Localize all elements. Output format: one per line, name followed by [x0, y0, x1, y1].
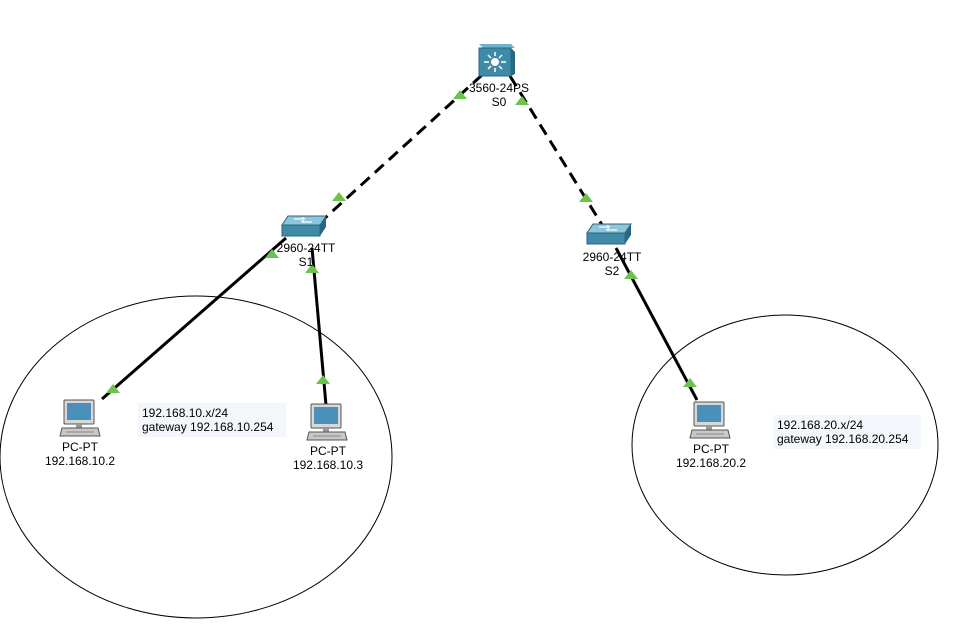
pc-icon[interactable] [689, 401, 731, 439]
link-light-icon [332, 192, 346, 201]
device-label-s1: 2960-24TT S1 [277, 241, 336, 269]
link-light-icon [624, 270, 638, 279]
device-type: PC-PT [61, 440, 98, 454]
device-model: 3560-24PS [468, 81, 530, 95]
note-vlan10[interactable]: 192.168.10.x/24 gateway 192.168.10.254 [138, 403, 286, 437]
note-subnet: 192.168.20.x/24 [777, 418, 864, 432]
pc-icon[interactable] [59, 399, 101, 437]
link-light-icon [579, 193, 593, 202]
device-type: PC-PT [692, 442, 729, 456]
device-type: PC-PT [309, 444, 346, 458]
device-ip: 192.168.10.2 [44, 454, 116, 468]
multilayer-switch-icon[interactable] [478, 44, 515, 77]
pc-icon[interactable] [306, 403, 348, 441]
device-label-pc2: PC-PT 192.168.10.3 [293, 444, 363, 472]
device-label-s0: 3560-24PS S0 [469, 81, 529, 109]
switch-icon[interactable] [586, 223, 632, 245]
link-light-icon [305, 264, 319, 273]
link-light-icon [106, 384, 120, 393]
device-ip: 192.168.20.2 [675, 456, 747, 470]
note-gateway: gateway 192.168.20.254 [777, 432, 909, 446]
device-name: S2 [604, 264, 620, 278]
link-light-icon [316, 375, 330, 384]
vlan20-area [631, 314, 939, 576]
note-subnet: 192.168.10.x/24 [142, 406, 229, 420]
device-model: 2960-24TT [276, 241, 336, 255]
note-gateway: gateway 192.168.10.254 [142, 420, 274, 434]
link-light-icon [265, 249, 279, 258]
device-label-s2: 2960-24TT S2 [583, 250, 642, 278]
link-s1-pc1[interactable] [101, 236, 287, 401]
device-name: S1 [298, 255, 314, 269]
note-vlan20[interactable]: 192.168.20.x/24 gateway 192.168.20.254 [773, 415, 921, 449]
device-name: S0 [491, 95, 507, 109]
link-light-icon [683, 378, 697, 387]
device-ip: 192.168.10.3 [292, 458, 364, 472]
device-label-pc3: PC-PT 192.168.20.2 [676, 442, 746, 470]
device-label-pc1: PC-PT 192.168.10.2 [45, 440, 115, 468]
link-light-icon [515, 96, 529, 105]
link-light-icon [453, 90, 467, 99]
device-model: 2960-24TT [582, 250, 642, 264]
switch-icon[interactable] [281, 215, 327, 237]
vlan10-area [0, 295, 393, 619]
